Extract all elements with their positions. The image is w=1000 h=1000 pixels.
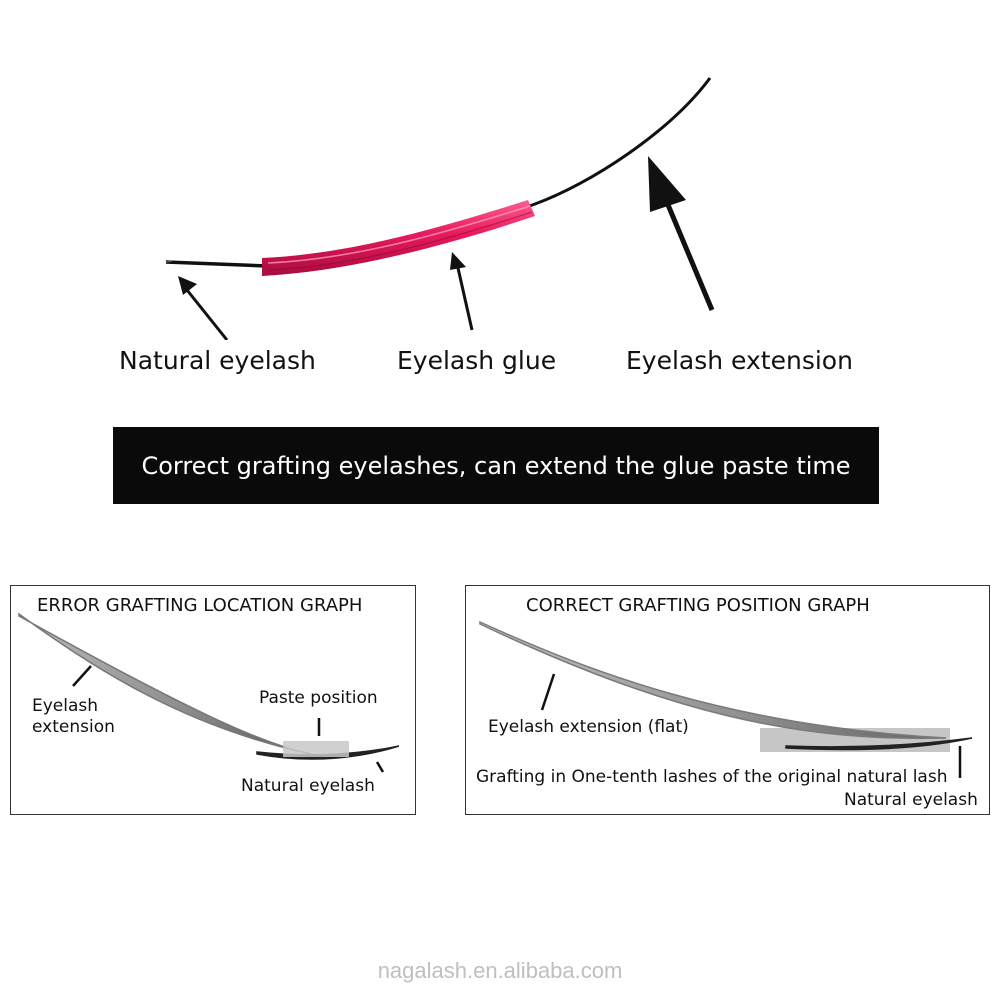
eyelash-extension-curve [259, 77, 712, 268]
grafting-banner: Correct grafting eyelashes, can extend t… [113, 427, 879, 504]
error-grafting-panel: ERROR GRAFTING LOCATION GRAPH Eyelash ex… [10, 585, 416, 815]
glue-highlight [267, 205, 531, 264]
correct-panel-title: CORRECT GRAFTING POSITION GRAPH [526, 595, 870, 616]
correct-natural-label: Natural eyelash [844, 790, 978, 810]
error-extension-label-line1: Eyelash [32, 696, 99, 716]
correct-grafting-panel: CORRECT GRAFTING POSITION GRAPH Eyelash … [465, 585, 990, 815]
error-paste-box [283, 741, 349, 757]
error-extension-pointer [72, 665, 92, 687]
arrow-eyelash-glue [450, 252, 474, 331]
eyelash-glue-label: Eyelash glue [397, 346, 557, 375]
arrow-eyelash-extension [648, 156, 715, 311]
error-natural-pointer [375, 761, 385, 773]
lash-anatomy-diagram [165, 77, 715, 340]
correct-grafting-note: Grafting in One-tenth lashes of the orig… [476, 767, 948, 787]
correct-extension-lash [479, 620, 947, 740]
arrow-natural-eyelash [178, 276, 229, 340]
eyelash-extension-label: Eyelash extension [626, 346, 853, 375]
correct-natural-lash [785, 737, 973, 751]
natural-eyelash-label: Natural eyelash [119, 346, 316, 375]
correct-grafting-graph [479, 620, 973, 778]
eyelash-glue-sleeve [262, 200, 535, 276]
error-extension-label-line2: extension [32, 717, 115, 737]
banner-text: Correct grafting eyelashes, can extend t… [141, 451, 851, 480]
correct-extension-pointer [540, 673, 556, 711]
watermark: nagalash.en.alibaba.com [377, 958, 623, 983]
glue-shadow [267, 211, 533, 271]
error-panel-title: ERROR GRAFTING LOCATION GRAPH [37, 595, 363, 616]
error-natural-label: Natural eyelash [241, 776, 375, 796]
correct-extension-label: Eyelash extension (flat) [488, 717, 689, 737]
natural-eyelash-line [165, 260, 269, 268]
natural-eyelash-tip [165, 260, 173, 263]
error-grafting-graph [18, 612, 400, 773]
error-paste-label: Paste position [259, 688, 378, 708]
